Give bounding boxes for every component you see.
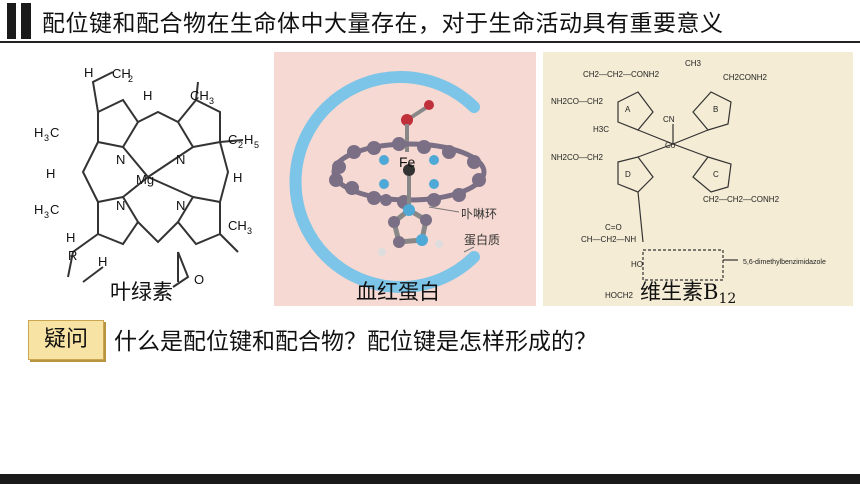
fe-label: Fe bbox=[399, 154, 416, 170]
question-text: 什么是配位键和配合物？配位键是怎样形成的？ bbox=[114, 329, 597, 355]
svg-text:H: H bbox=[244, 132, 253, 147]
svg-text:H: H bbox=[143, 88, 152, 103]
b12-co-label: Co bbox=[665, 141, 676, 150]
svg-text:R: R bbox=[68, 248, 77, 263]
svg-text:N: N bbox=[116, 198, 125, 213]
svg-text:2: 2 bbox=[238, 140, 243, 150]
svg-text:3: 3 bbox=[209, 96, 214, 106]
b12-nh-label: CH—CH2—NH bbox=[581, 235, 636, 244]
svg-text:H: H bbox=[233, 170, 242, 185]
svg-text:3: 3 bbox=[44, 133, 49, 143]
svg-text:C: C bbox=[50, 125, 59, 140]
svg-text:H: H bbox=[84, 65, 93, 80]
title-divider bbox=[0, 41, 860, 43]
svg-text:N: N bbox=[116, 152, 125, 167]
header-decor-bar bbox=[7, 3, 16, 39]
b12-ch2conh2-label: CH2CONH2 bbox=[723, 73, 768, 82]
svg-text:H: H bbox=[46, 166, 55, 181]
b12-ring-d: D bbox=[625, 170, 631, 179]
svg-text:3: 3 bbox=[44, 210, 49, 220]
hemoglobin-structure-image: Fe 卟啉环 蛋白质 bbox=[289, 71, 500, 293]
svg-text:3: 3 bbox=[247, 226, 252, 236]
b12-ring-b: B bbox=[713, 105, 718, 114]
svg-text:CH: CH bbox=[112, 66, 131, 81]
page-title: 配位键和配合物在生命体中大量存在，对于生命活动具有重要意义 bbox=[42, 11, 724, 37]
b12-cn-label: CN bbox=[663, 115, 675, 124]
svg-text:C: C bbox=[50, 202, 59, 217]
b12-panel: CH2—CH2—CONH2 CH3 CH2CONH2 NH2CO—CH2 A B… bbox=[543, 52, 853, 306]
b12-ring-c: C bbox=[713, 170, 719, 179]
b12-h3c-label: H3C bbox=[593, 125, 609, 134]
b12-chain-label: CH2—CH2—CONH2 bbox=[583, 70, 660, 79]
b12-caption: 维生素B12 bbox=[640, 280, 737, 307]
b12-ring-a: A bbox=[625, 105, 631, 114]
header-decor-bar bbox=[21, 3, 31, 39]
svg-text:Mg: Mg bbox=[136, 172, 154, 187]
b12-co-group-label: C=O bbox=[605, 223, 622, 232]
svg-text:H: H bbox=[34, 125, 43, 140]
svg-text:H: H bbox=[34, 202, 43, 217]
b12-structure-image: CH2—CH2—CONH2 CH3 CH2CONH2 NH2CO—CH2 A B… bbox=[551, 59, 826, 300]
svg-text:CH: CH bbox=[228, 218, 247, 233]
hemoglobin-panel: Fe 卟啉环 蛋白质 bbox=[274, 52, 536, 306]
hemoglobin-caption: 血红蛋白 bbox=[356, 280, 440, 304]
b12-ch3-label: CH3 bbox=[685, 59, 702, 68]
b12-hoch2-label: HOCH2 bbox=[605, 291, 634, 300]
b12-dmb-label: 5,6-dimethylbenzimidazole bbox=[743, 259, 826, 266]
footer-bar bbox=[0, 474, 860, 484]
svg-text:CH: CH bbox=[190, 88, 209, 103]
b12-nh2co2-label: NH2CO—CH2 bbox=[551, 153, 604, 162]
svg-text:N: N bbox=[176, 152, 185, 167]
svg-text:5: 5 bbox=[254, 140, 259, 150]
b12-ho-label: HO bbox=[631, 260, 643, 269]
b12-chain2-label: CH2—CH2—CONH2 bbox=[703, 195, 780, 204]
porphyrin-label: 卟啉环 bbox=[461, 207, 497, 221]
protein-label: 蛋白质 bbox=[464, 232, 500, 247]
svg-text:H: H bbox=[66, 230, 75, 245]
svg-text:C: C bbox=[228, 132, 237, 147]
svg-text:N: N bbox=[176, 198, 185, 213]
svg-text:2: 2 bbox=[128, 74, 133, 84]
question-badge: 疑问 bbox=[28, 320, 104, 360]
svg-text:O: O bbox=[194, 272, 204, 287]
b12-nh2co-label: NH2CO—CH2 bbox=[551, 97, 604, 106]
svg-text:H: H bbox=[98, 254, 107, 269]
chlorophyll-caption: 叶绿素 bbox=[110, 280, 173, 304]
